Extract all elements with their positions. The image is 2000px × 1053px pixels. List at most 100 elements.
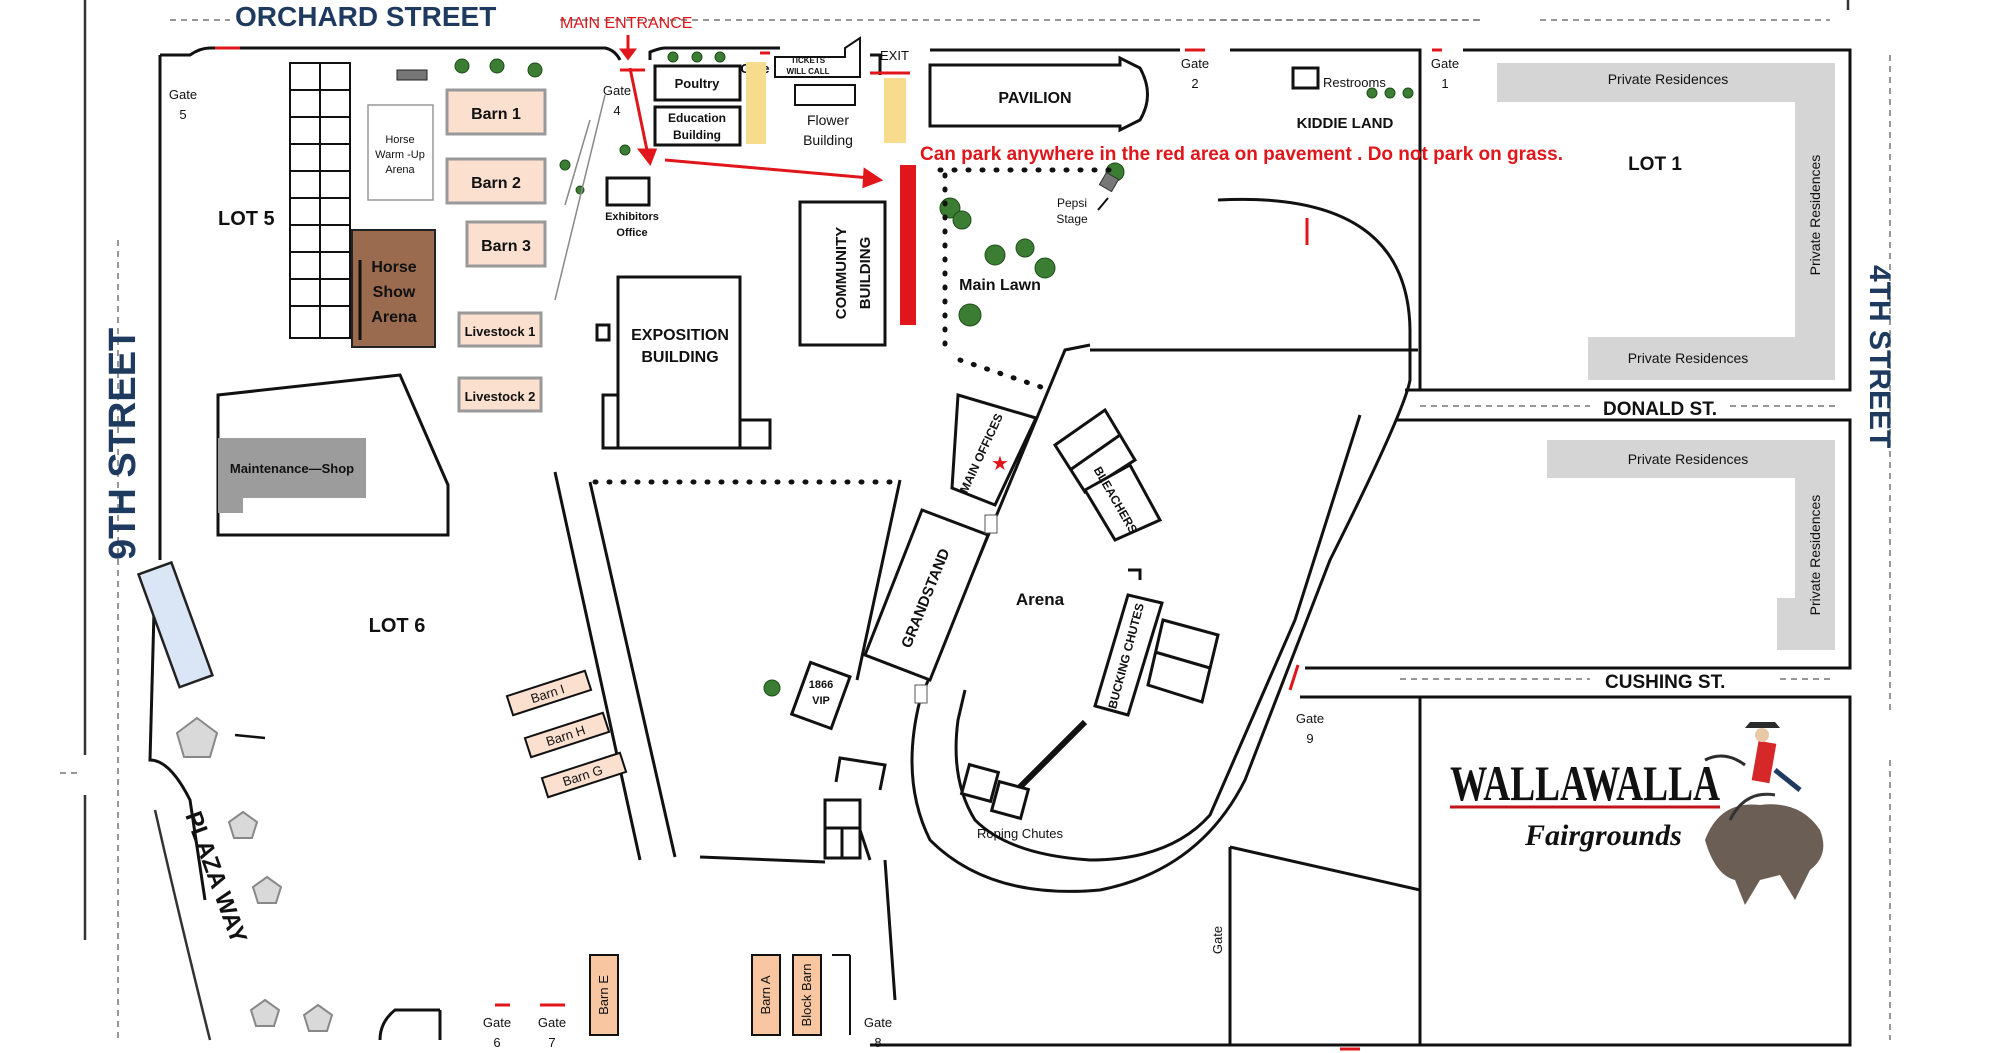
barns-south-labels: Barn E Barn A Block Barn (596, 964, 814, 1027)
maintenance-shop-annex (218, 495, 243, 513)
barn-2[interactable] (445, 157, 547, 205)
path-lines (554, 94, 606, 301)
lot1-label: LOT 1 (1628, 154, 1682, 175)
bucking-chutes[interactable] (1093, 593, 1164, 717)
svg-text:Horse: Horse (371, 259, 416, 276)
stall-grid (289, 62, 351, 339)
block-barn[interactable] (792, 954, 822, 1036)
svg-text:Flower: Flower (807, 112, 849, 128)
horse-warmup-arena[interactable] (367, 104, 434, 201)
svg-text:TICKETS: TICKETS (791, 56, 826, 65)
orchard-street-label: ORCHARD STREET (235, 1, 496, 32)
gate9-number: 9 (1306, 731, 1313, 746)
roping-chutes-label: Roping Chutes (977, 826, 1063, 841)
barn-e[interactable] (589, 954, 619, 1036)
pavilion[interactable] (928, 55, 1149, 133)
small-shed (396, 69, 428, 81)
logo-line1: WALLAWALLA (1450, 755, 1720, 811)
flower-building[interactable] (794, 84, 856, 106)
residences-label-5: Private Residences (1807, 495, 1823, 616)
barn-3[interactable] (465, 220, 547, 268)
tree-icons (454, 51, 1414, 697)
barn-g[interactable] (540, 751, 628, 799)
barns-north (445, 88, 547, 413)
svg-text:Barn 1: Barn 1 (471, 106, 521, 123)
residences-label-1: Private Residences (1608, 71, 1729, 87)
community-building[interactable] (798, 200, 887, 347)
barns-south-diag (505, 669, 628, 799)
roping-chutes[interactable] (959, 762, 1031, 821)
livestock-1[interactable] (457, 311, 543, 348)
community-label: COMMUNITY BUILDING (833, 227, 874, 320)
restrooms-building[interactable] (1291, 66, 1320, 90)
svg-text:WILL CALL: WILL CALL (787, 67, 830, 76)
education-label: Education Building (668, 111, 726, 142)
tickets-will-call[interactable] (774, 36, 861, 78)
barn-h[interactable] (523, 711, 611, 759)
main-offices[interactable] (950, 393, 1039, 507)
barn-1[interactable] (445, 88, 547, 136)
vip-building[interactable] (789, 660, 852, 731)
gate6-number: 6 (493, 1035, 500, 1050)
exposition-building[interactable] (601, 275, 772, 450)
cushing-street-label: CUSHING ST. (1605, 672, 1725, 693)
svg-text:Building: Building (803, 132, 853, 148)
svg-text:Stage: Stage (1056, 212, 1088, 226)
svg-text:Exhibitors: Exhibitors (605, 211, 659, 223)
walla-walla-logo: WALLAWALLA Fairgrounds (1450, 722, 1824, 905)
gate7-number: 7 (548, 1035, 555, 1050)
svg-text:Block Barn: Block Barn (799, 964, 814, 1027)
gate4-label: Gate (603, 83, 631, 98)
exhibitors-office[interactable] (605, 176, 651, 207)
lot5-label: LOT 5 (218, 208, 275, 230)
svg-text:Barn 3: Barn 3 (481, 238, 531, 255)
pavilion-label: PAVILION (998, 90, 1071, 107)
gate6-label: Gate (483, 1015, 511, 1030)
bleachers[interactable] (1052, 407, 1163, 542)
svg-text:Building: Building (673, 128, 721, 142)
vip-label: 1866 VIP (809, 679, 833, 707)
road-edges (83, 0, 1850, 1041)
svg-text:Barn 2: Barn 2 (471, 175, 521, 192)
south-shelters (823, 756, 887, 861)
svg-text:Barn A: Barn A (758, 975, 773, 1014)
svg-text:Horse: Horse (385, 134, 414, 146)
barn-i[interactable] (505, 669, 593, 717)
roping-chute-rail (1014, 719, 1088, 793)
barn-a[interactable] (751, 954, 781, 1036)
horse-show-arena[interactable] (351, 229, 436, 348)
svg-text:EXPOSITION: EXPOSITION (631, 327, 729, 344)
poultry-label: Poultry (675, 76, 721, 91)
kiddie-land-label: KIDDIE LAND (1297, 115, 1394, 132)
barns-north-labels: Barn 1 Barn 2 Barn 3 Livestock 1 Livesto… (465, 106, 536, 404)
grandstand[interactable] (863, 508, 990, 682)
bucking-pens (1146, 618, 1220, 704)
gate-labels: Gate 5 Gate 4 Gate 3 Gate 2 Gate 1 Gate … (169, 56, 1459, 1050)
pepsi-stage[interactable] (1098, 171, 1120, 193)
gate5-label: Gate (169, 87, 197, 102)
ninth-street-label: 9TH STREET (102, 328, 144, 560)
horse-warmup-label: Horse Warm -Up Arena (375, 134, 425, 176)
tickets-label: TICKETS WILL CALL (787, 56, 830, 76)
livestock-2[interactable] (457, 376, 543, 413)
education-building[interactable] (653, 105, 742, 147)
exposition-kiosk (595, 323, 611, 342)
gate8-number: 8 (874, 1035, 881, 1050)
poultry-building[interactable] (653, 64, 742, 102)
red-parking-area (900, 165, 916, 325)
gate8-label: Gate (864, 1015, 892, 1030)
svg-text:Office: Office (616, 227, 647, 239)
svg-text:Show: Show (373, 284, 416, 301)
horse-show-label: Horse Show Arena (371, 259, 416, 326)
street-lines (60, 19, 1891, 1040)
maintenance-label: Maintenance—Shop (230, 461, 354, 476)
fairground-boundary (148, 46, 1852, 1047)
bucking-gate (1128, 568, 1142, 580)
svg-text:Education: Education (668, 111, 726, 125)
svg-text:Livestock 1: Livestock 1 (465, 324, 536, 339)
gate2-label: Gate (1181, 56, 1209, 71)
fourth-street-label: 4TH STREET (1863, 265, 1896, 448)
svg-text:COMMUNITY: COMMUNITY (833, 227, 850, 320)
maintenance-shop[interactable] (218, 438, 366, 498)
